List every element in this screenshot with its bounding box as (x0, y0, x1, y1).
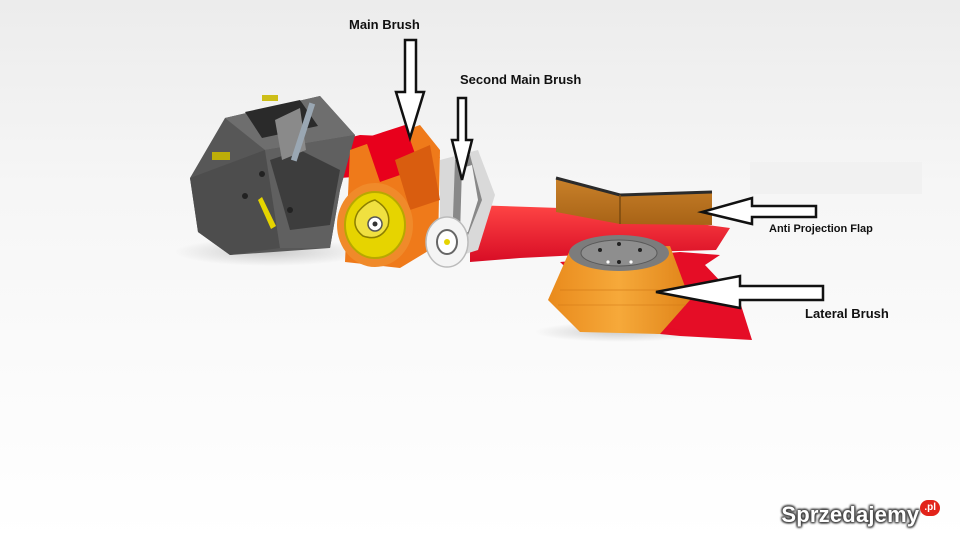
second-main-brush (425, 150, 495, 268)
arrow-anti-projection-flap (697, 196, 818, 226)
main-brush (337, 125, 440, 268)
watermark-logo: Sprzedajemy .pl (781, 498, 940, 532)
arrow-main-brush (394, 38, 426, 143)
label-anti-projection-flap: Anti Projection Flap (769, 223, 873, 235)
anti-projection-flap (555, 176, 713, 225)
hopper-box (190, 95, 355, 255)
arrow-lateral-brush (655, 274, 825, 310)
lateral-brush (548, 235, 690, 334)
arrow-second-main-brush (450, 96, 474, 181)
label-second-main-brush: Second Main Brush (460, 72, 582, 87)
label-lateral-brush: Lateral Brush (805, 306, 889, 321)
watermark-text: Sprzedajemy (781, 502, 920, 527)
watermark-badge: .pl (920, 500, 940, 516)
label-main-brush: Main Brush (349, 17, 420, 32)
background-band (750, 162, 922, 194)
